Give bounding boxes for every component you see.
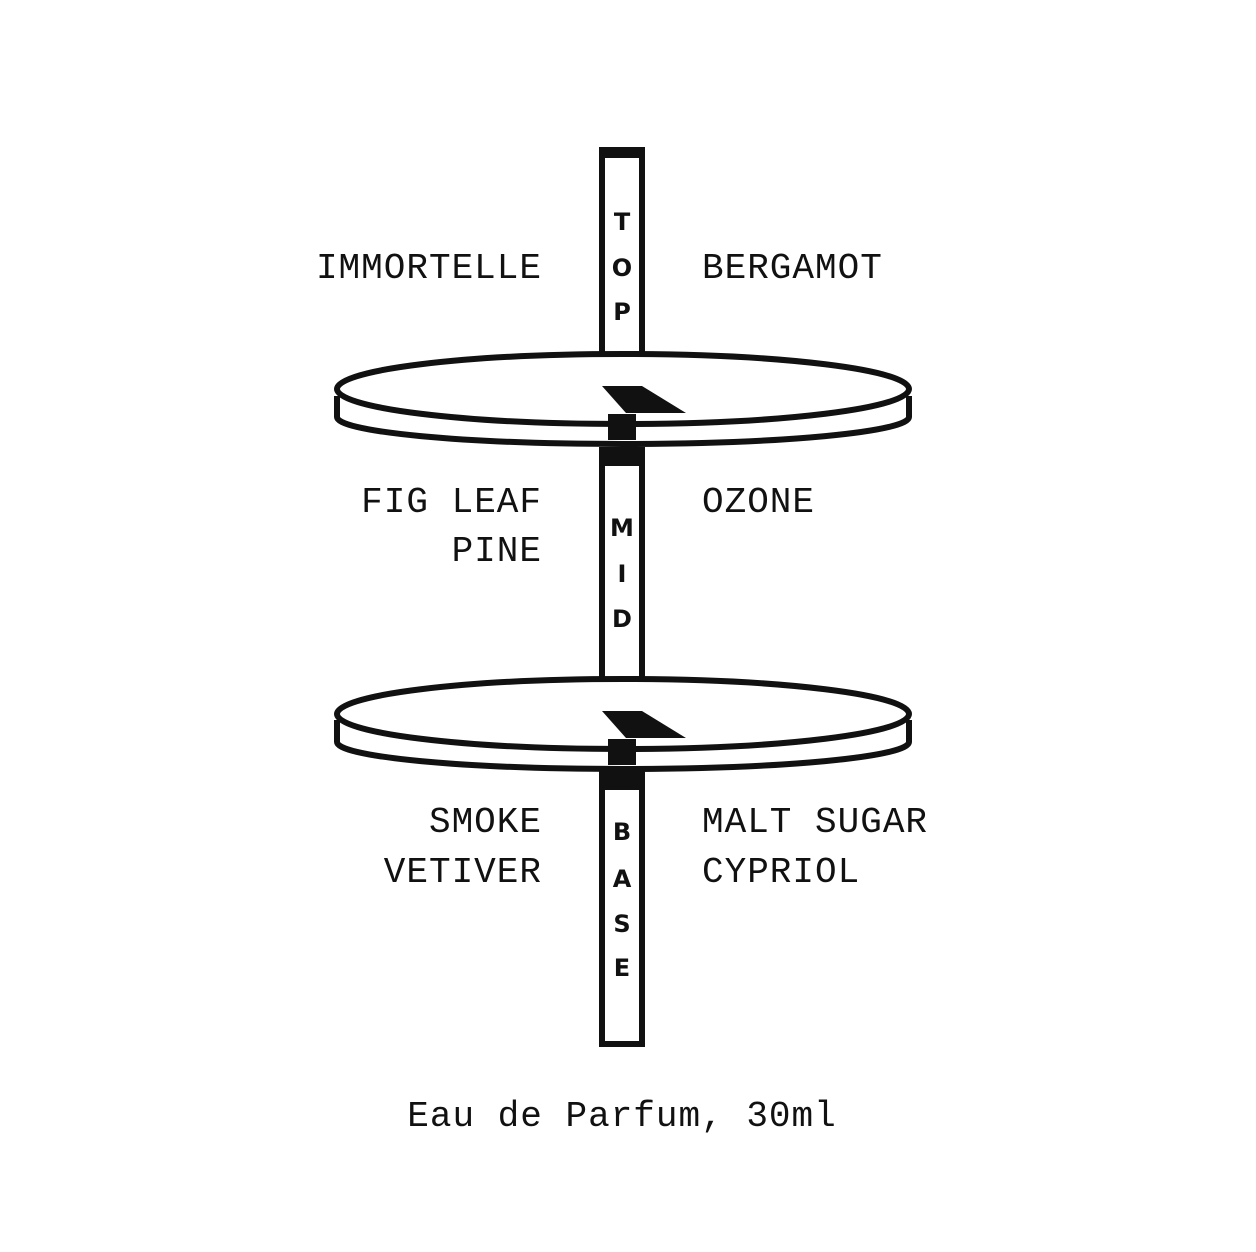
base-left-note: SMOKE: [429, 802, 542, 843]
base-rod: [599, 771, 645, 1047]
product-caption: Eau de Parfum, 30ml: [407, 1096, 836, 1137]
tier-label-top-letter: T: [614, 208, 631, 236]
base-right-note: CYPRIOL: [702, 852, 860, 893]
tier-label-base-letter: B: [613, 818, 631, 846]
lower-disc: [334, 676, 912, 772]
mid-right-note: OZONE: [702, 482, 815, 523]
base-left-note: VETIVER: [384, 852, 542, 893]
tier-label-top-letter: O: [612, 254, 632, 282]
base-right-note: MALT SUGAR: [702, 802, 928, 843]
upper-disc: [334, 351, 912, 447]
tier-label-base-letter: A: [613, 865, 632, 893]
tier-label-base-letter: E: [614, 954, 630, 982]
mid-left-note: FIG LEAF: [361, 482, 542, 523]
top-left-note: IMMORTELLE: [316, 248, 542, 289]
top-right-note: BERGAMOT: [702, 248, 883, 289]
tier-label-top-letter: P: [613, 298, 631, 326]
tier-label-mid-letter: I: [618, 560, 627, 588]
tier-label-mid-letter: D: [612, 605, 632, 633]
mid-left-note: PINE: [452, 531, 542, 572]
tier-label-mid-letter: M: [610, 514, 634, 542]
tier-label-base-letter: S: [613, 910, 630, 938]
